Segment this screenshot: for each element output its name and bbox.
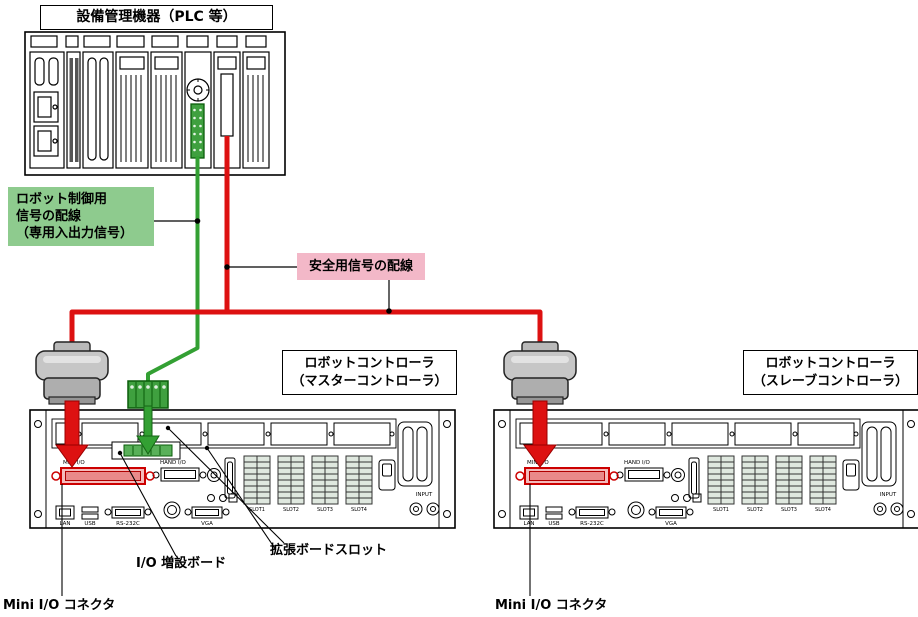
plc-power-module <box>29 51 65 169</box>
green-io-terminal-plug <box>127 380 169 409</box>
junction-dot <box>194 218 201 224</box>
plc-module <box>150 51 183 169</box>
callout-lines <box>61 427 531 596</box>
expansion-slot-callout: 拡張ボードスロット <box>270 543 388 558</box>
green-wiring-line3: （専用入出力信号） <box>16 226 134 242</box>
plc-title-box: 設備管理機器（PLC 等） <box>40 5 273 30</box>
callout-line-io-board <box>119 452 177 557</box>
green-wiring-line2: 信号の配線 <box>16 209 82 225</box>
callout-dot <box>117 450 123 456</box>
plc-title: 設備管理機器（PLC 等） <box>76 9 237 26</box>
plc-module <box>242 51 270 169</box>
safety-arrow-slave <box>523 400 557 468</box>
plc-top-tab <box>151 35 179 48</box>
robot-control-signal-wire <box>146 156 200 384</box>
callout-line-expansion-slot <box>206 447 277 551</box>
plc-top-tab <box>245 35 267 48</box>
master-label-line2: （マスターコントローラ） <box>291 373 448 389</box>
green-wiring-line1: ロボット制御用 <box>16 192 108 207</box>
slave-controller <box>493 409 918 529</box>
mini-io-callout-right: Mini I/O コネクタ <box>495 598 608 613</box>
plc-top-tab <box>216 35 238 48</box>
master-label-line1: ロボットコントローラ <box>304 356 435 372</box>
slave-controller-label: ロボットコントローラ （スレーブコントローラ） <box>743 350 918 395</box>
plc-top-tab <box>30 35 58 48</box>
callout-line-expansion-slot <box>167 427 285 544</box>
mini-io-callout-left: Mini I/O コネクタ <box>3 598 116 613</box>
plc-rack <box>24 31 286 176</box>
junction-dot <box>386 308 392 314</box>
plc-top-tab <box>65 35 79 48</box>
master-controller-label: ロボットコントローラ （マスターコントローラ） <box>282 350 457 395</box>
connector-pins <box>193 108 202 152</box>
master-controller <box>29 409 456 529</box>
io-board-callout: I/O 増設ボード <box>136 556 227 571</box>
cable-hood-master <box>35 341 109 405</box>
plc-io-module <box>184 51 212 169</box>
plc-module <box>115 51 149 169</box>
plc-top-tab <box>83 35 111 48</box>
safety-wiring-label: 安全用信号の配線 <box>297 253 425 280</box>
safety-wiring-text: 安全用信号の配線 <box>308 258 413 274</box>
callout-dot <box>165 425 171 431</box>
label-connector-lines <box>152 220 390 311</box>
slave-label-line2: （スレーブコントローラ） <box>752 373 909 389</box>
plc-base-unit <box>24 31 286 176</box>
plc-cpu-module <box>66 51 81 169</box>
callout-dot <box>204 445 210 451</box>
plc-green-io-connector <box>190 103 205 159</box>
safety-arrow-master <box>55 400 89 468</box>
green-wiring-label: ロボット制御用 信号の配線 （専用入出力信号） <box>8 187 154 247</box>
plc-module <box>82 51 114 169</box>
control-arrow-master <box>136 405 160 455</box>
junction-dot <box>224 264 230 270</box>
junction-dots <box>194 218 392 314</box>
safety-signal-wire <box>69 136 543 352</box>
slave-label-line1: ロボットコントローラ <box>765 356 896 372</box>
plc-top-tab <box>116 35 145 48</box>
cable-hood-slave <box>503 341 577 405</box>
callout-dots <box>117 425 210 456</box>
plc-top-tab <box>186 35 209 48</box>
